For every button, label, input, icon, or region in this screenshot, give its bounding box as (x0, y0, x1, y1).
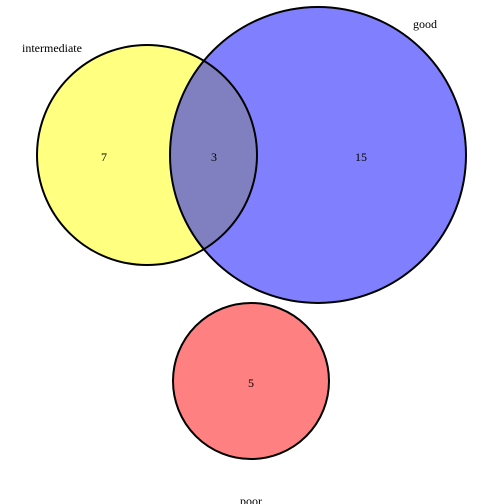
set-outline-intermediate (36, 44, 258, 266)
set-label-good: good (413, 17, 437, 31)
set-label-intermediate: intermediate (22, 41, 82, 55)
set-circle-poor (173, 303, 329, 459)
set-outline-poor (172, 302, 330, 460)
set-outline-good (169, 6, 467, 304)
set-label-poor: poor (240, 494, 262, 504)
set-circle-good (170, 7, 466, 303)
region-count-intermediate-good: 3 (211, 150, 217, 164)
region-count-good-only: 15 (355, 150, 367, 164)
region-count-poor-only: 5 (248, 376, 254, 390)
region-count-intermediate-only: 7 (101, 150, 107, 164)
